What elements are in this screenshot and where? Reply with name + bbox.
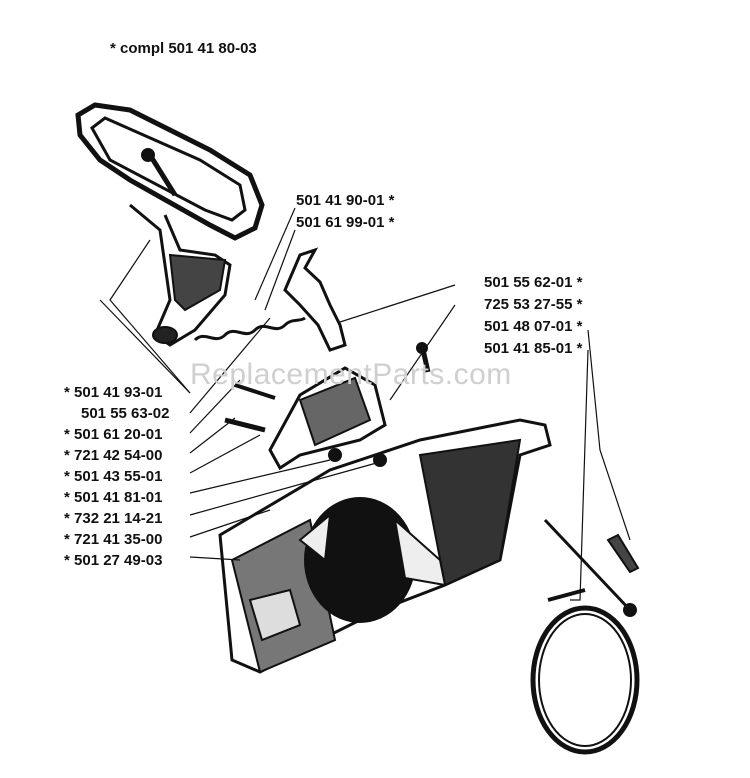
part-label: * 732 21 14-21: [64, 510, 163, 527]
chain-cover: [218, 418, 552, 674]
leader-lines: [99, 207, 631, 601]
part-label: * 501 41 81-01: [64, 489, 163, 506]
part-label: 501 61 99-01 *: [296, 214, 395, 231]
part-label: 501 48 07-01 *: [484, 318, 583, 335]
assembly-title: * compl 501 41 80-03: [110, 40, 257, 57]
part-label: * 501 61 20-01: [64, 426, 163, 443]
part-label: 501 41 85-01 *: [484, 340, 583, 357]
part-label: * 721 41 35-00: [64, 531, 163, 548]
brake-bracket: [224, 342, 431, 471]
part-label: 501 41 90-01 *: [296, 192, 395, 209]
part-label: 501 55 62-01 *: [484, 274, 583, 291]
brake-band: [530, 518, 640, 755]
part-label: * 501 27 49-03: [64, 552, 163, 569]
watermark: ReplacementParts.com: [190, 358, 512, 391]
part-label: * 721 42 54-00: [64, 447, 163, 464]
part-label: * 501 41 93-01: [64, 384, 163, 401]
part-label: 501 55 63-02: [81, 405, 170, 422]
brake-lever: [283, 247, 347, 352]
part-label: * 501 43 55-01: [64, 468, 163, 485]
part-label: 725 53 27-55 *: [484, 296, 583, 313]
brake-spring: [193, 316, 306, 342]
front-handle: [75, 102, 265, 347]
spring-pin: [606, 533, 640, 574]
